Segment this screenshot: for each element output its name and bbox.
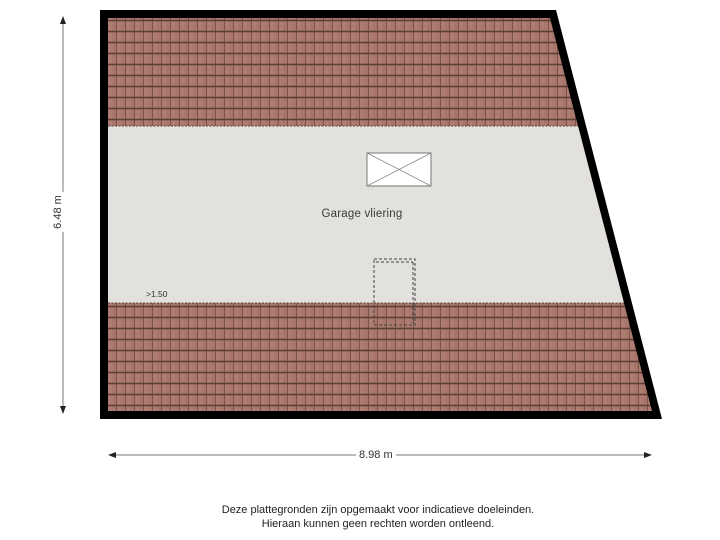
skylight-icon bbox=[366, 152, 432, 187]
depth-dimension-label: 6.48 m bbox=[51, 192, 64, 232]
disclaimer-line-1: Deze plattegronden zijn opgemaakt voor i… bbox=[221, 504, 535, 516]
disclaimer-line-2: Hieraan kunnen geen rechten worden ontle… bbox=[261, 518, 495, 530]
room-label: Garage vliering bbox=[321, 208, 403, 220]
width-dimension-label: 8.98 m bbox=[356, 449, 396, 461]
disclaimer: Deze plattegronden zijn opgemaakt voor i… bbox=[0, 503, 720, 531]
height-marker-label: >1.50 bbox=[146, 289, 168, 299]
attic-hatch-icon bbox=[373, 258, 416, 326]
